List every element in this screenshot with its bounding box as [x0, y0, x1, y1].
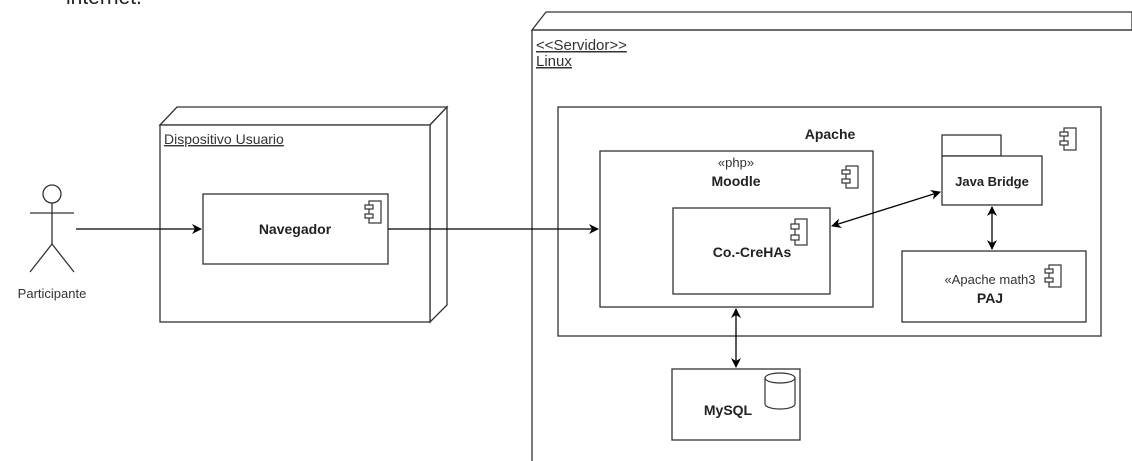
cocrehas-component[interactable] [672, 207, 831, 295]
paj-stereotype: «Apache math3 [944, 272, 1035, 287]
browser-label: Navegador [259, 221, 332, 237]
database-icon [764, 372, 796, 410]
paj-label: PAJ [977, 290, 1003, 306]
server-node[interactable] [530, 11, 1132, 461]
apache-label: Apache [805, 126, 856, 142]
component-icon [841, 165, 859, 189]
moodle-label: Moodle [712, 173, 761, 189]
component-icon [364, 200, 382, 224]
server-os: Linux [536, 53, 572, 70]
server-stereotype: <<Servidor>> [536, 37, 627, 54]
mysql-label: MySQL [704, 402, 753, 418]
device-node-title: Dispositivo Usuario [164, 131, 284, 147]
component-icon [1059, 127, 1077, 151]
cocrehas-label: Co.-CreHAs [713, 244, 792, 260]
moodle-stereotype: «php» [718, 155, 754, 170]
cut-off-text: internet. [66, 0, 142, 10]
actor-participante[interactable] [29, 184, 75, 273]
browser-component[interactable] [202, 193, 389, 265]
cocrehas-javabridge-link [831, 189, 941, 229]
component-icon [790, 218, 808, 246]
java-bridge-label: Java Bridge [955, 174, 1029, 189]
paj-component[interactable] [901, 250, 1087, 323]
component-icon [1044, 264, 1062, 288]
java-bridge-package[interactable] [941, 134, 1043, 206]
mysql-component[interactable] [671, 368, 801, 441]
actor-label: Participante [18, 286, 87, 301]
